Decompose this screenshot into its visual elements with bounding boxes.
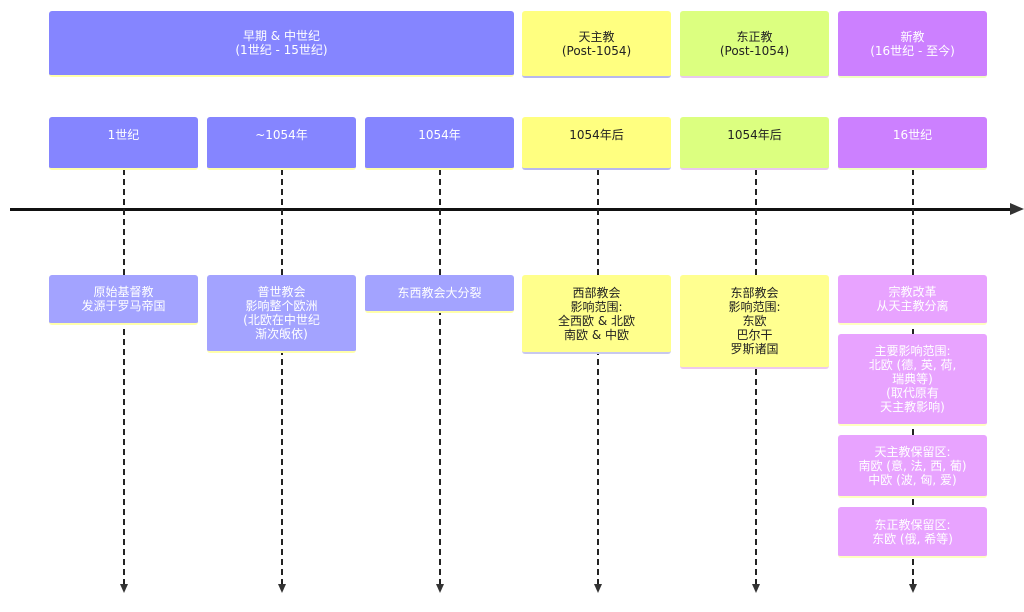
period-line	[597, 169, 599, 585]
arrow-down-icon	[278, 584, 286, 593]
period-16th-century: 16世纪	[838, 117, 987, 170]
event-protestant-regions: 主要影响范围: 北欧 (德, 英, 荷, 瑞典等) (取代原有 天主教影响)	[838, 334, 987, 426]
arrow-down-icon	[752, 584, 760, 593]
event-early-christianity: 原始基督教 发源于罗马帝国	[49, 275, 198, 325]
period-1st-century: 1世纪	[49, 117, 198, 170]
period-post-1054-orthodox: 1054年后	[680, 117, 829, 170]
section-catholic: 天主教 (Post-1054)	[522, 11, 671, 78]
arrow-down-icon	[909, 584, 917, 593]
arrow-down-icon	[436, 584, 444, 593]
event-orthodox-remaining: 东正教保留区: 东欧 (俄, 希等)	[838, 507, 987, 558]
arrow-down-icon	[594, 584, 602, 593]
section-protestant: 新教 (16世纪 - 至今)	[838, 11, 987, 78]
event-great-schism: 东西教会大分裂	[365, 275, 514, 313]
period-line	[439, 169, 441, 585]
period-post-1054-catholic: 1054年后	[522, 117, 671, 170]
timeline-axis	[10, 208, 1014, 211]
event-catholic-remaining: 天主教保留区: 南欧 (意, 法, 西, 葡) 中欧 (波, 匈, 爱)	[838, 435, 987, 498]
event-reformation: 宗教改革 从天主教分离	[838, 275, 987, 325]
event-eastern-church: 东部教会 影响范围: 东欧 巴尔干 罗斯诸国	[680, 275, 829, 369]
period-line	[755, 169, 757, 585]
period-pre-1054: ~1054年	[207, 117, 356, 170]
period-line	[281, 169, 283, 585]
section-orthodox: 东正教 (Post-1054)	[680, 11, 829, 78]
arrow-down-icon	[120, 584, 128, 593]
axis-arrow-icon	[1010, 203, 1024, 215]
event-western-church: 西部教会 影响范围: 全西欧 & 北欧 南欧 & 中欧	[522, 275, 671, 354]
event-universal-church: 普世教会 影响整个欧洲 (北欧在中世纪 渐次皈依)	[207, 275, 356, 353]
section-early-medieval: 早期 & 中世纪 (1世纪 - 15世纪)	[49, 11, 514, 77]
period-line	[123, 169, 125, 585]
period-1054: 1054年	[365, 117, 514, 170]
